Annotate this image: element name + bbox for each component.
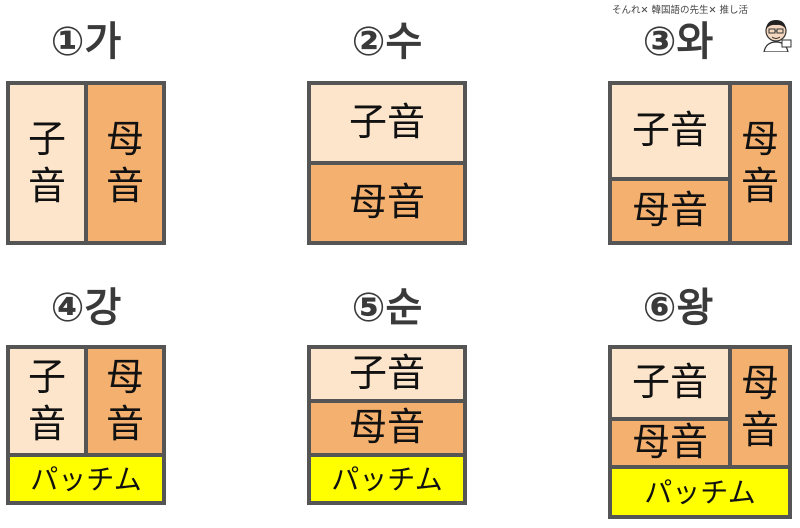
diagram-title-wang: ⑥왕: [642, 285, 714, 331]
vowel-cell: 母 音: [84, 345, 166, 457]
vowel-char-2: 音: [740, 408, 779, 452]
diagram-ga: 子 音 母 音: [6, 81, 166, 245]
patchim-cell: パッチム: [307, 453, 467, 505]
consonant-char-1: 子: [27, 116, 66, 161]
diagram-sun: 子音 母音 パッチム: [307, 345, 467, 505]
diagram-title-gang: ④강: [50, 285, 122, 331]
consonant-cell: 子音: [307, 81, 467, 165]
consonant-cell: 子音: [608, 345, 732, 421]
vowel-cell: 母 音: [84, 81, 166, 245]
vowel-cell: 母音: [307, 399, 467, 457]
vowel-char-1: 母: [105, 354, 144, 399]
consonant-char-2: 音: [27, 402, 66, 446]
patchim-cell: パッチム: [608, 465, 792, 519]
vowel-bottom-cell: 母音: [608, 177, 732, 245]
diagram-gang: 子 音 母 音 パッチム: [6, 345, 166, 505]
diagram-title-wa: ③와: [642, 19, 714, 65]
consonant-char-1: 子: [27, 354, 66, 399]
vowel-char-1: 母: [740, 116, 779, 161]
vowel-char-1: 母: [740, 360, 779, 405]
consonant-char-2: 音: [27, 164, 66, 208]
consonant-cell: 子音: [307, 345, 467, 403]
diagram-title-sun: ⑤순: [351, 285, 423, 331]
credit-text: そんれ✕ 韓国語の先生✕ 推し活: [612, 5, 748, 16]
consonant-cell: 子 音: [6, 345, 88, 457]
diagram-su: 子音 母音: [307, 81, 467, 245]
diagram-wa: 子音 母音 母 音: [608, 81, 792, 245]
vowel-bottom-cell: 母音: [608, 417, 732, 469]
vowel-char-2: 音: [105, 164, 144, 208]
teacher-avatar-icon: [763, 20, 792, 52]
vowel-char-1: 母: [105, 116, 144, 161]
consonant-cell: 子音: [608, 81, 732, 181]
diagram-title-su: ②수: [351, 19, 423, 65]
vowel-right-cell: 母 音: [728, 81, 792, 245]
consonant-cell: 子 音: [6, 81, 88, 245]
diagram-wang: 子音 母音 母 音 パッチム: [608, 345, 792, 519]
vowel-cell: 母音: [307, 161, 467, 245]
vowel-right-cell: 母 音: [728, 345, 792, 469]
patchim-cell: パッチム: [6, 453, 166, 505]
diagram-title-ga: ①가: [50, 19, 122, 65]
vowel-char-2: 音: [740, 164, 779, 208]
vowel-char-2: 音: [105, 402, 144, 446]
